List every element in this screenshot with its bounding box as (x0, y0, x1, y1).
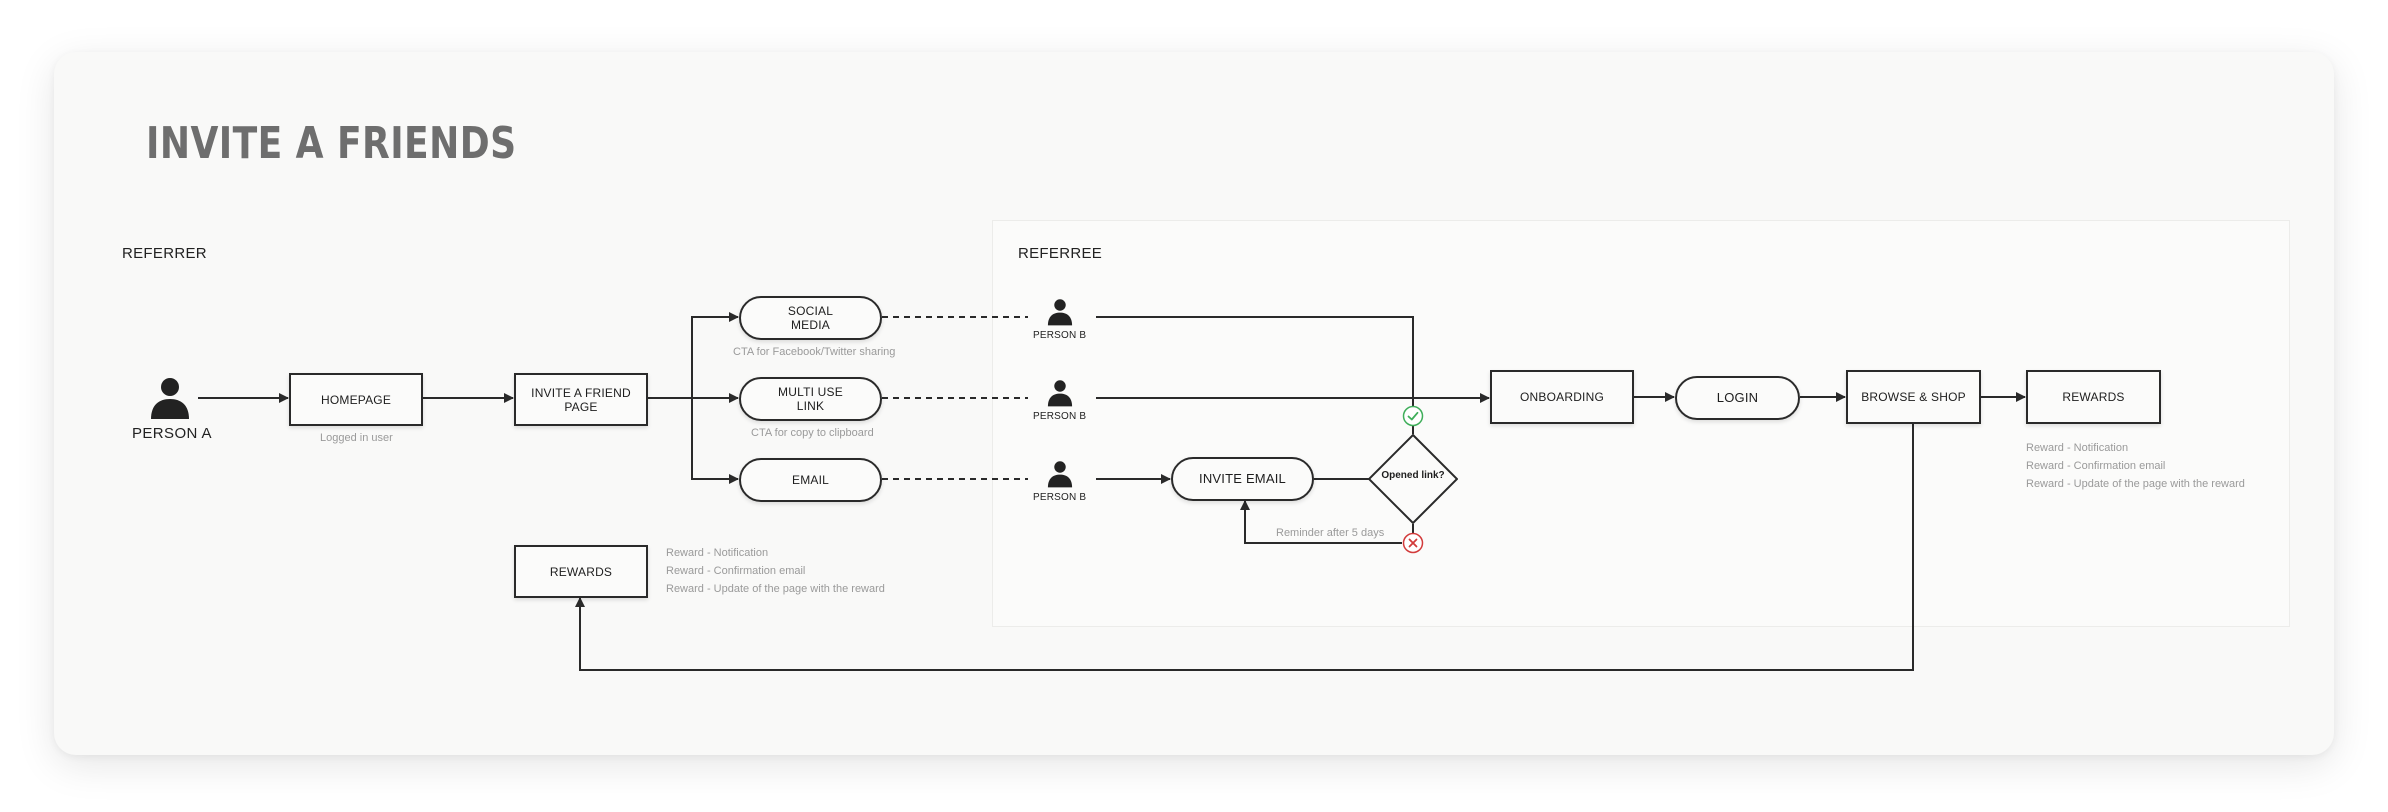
referrer-reward-note: Reward - Confirmation email (666, 565, 806, 577)
person-a-label: PERSON A (132, 425, 212, 442)
person-b-icon (1047, 299, 1073, 326)
reminder-note: Reminder after 5 days (1276, 527, 1385, 539)
browse-shop-node[interactable]: BROWSE & SHOP (1846, 370, 1981, 424)
arrow-browse-to-referrer-rewards (575, 424, 1914, 671)
decision-label: Opened link? (1381, 470, 1445, 481)
referee-reward-note: Reward - Notification (2026, 442, 2129, 454)
referrer-reward-note: Reward - Notification (666, 547, 769, 559)
referrer-rewards-node[interactable]: REWARDS (514, 545, 648, 598)
person-b-icon (1047, 461, 1073, 488)
referrer-reward-note: Reward - Update of the page with the rew… (666, 583, 885, 595)
homepage-note: Logged in user (320, 432, 393, 444)
decision-diamond (1368, 434, 1458, 524)
arrow-invite-page-to-social (691, 312, 739, 398)
arrow-reminder-loop (1240, 500, 1402, 544)
multi-use-link-note: CTA for copy to clipboard (751, 427, 874, 439)
page-title: INVITE A FRIENDS (146, 118, 517, 169)
person-b-label: PERSON B (1033, 492, 1087, 503)
multi-use-link-node[interactable]: MULTI USE LINK (739, 377, 882, 421)
social-media-note: CTA for Facebook/Twitter sharing (733, 346, 896, 358)
x-circle-icon (1402, 532, 1424, 554)
referee-reward-notes: Reward - Notification Reward - Confirmat… (2026, 439, 2245, 493)
homepage-node[interactable]: HOMEPAGE (289, 373, 423, 426)
referrer-reward-notes: Reward - Notification Reward - Confirmat… (666, 544, 885, 598)
check-circle-icon (1402, 405, 1424, 427)
person-b-icon (1047, 380, 1073, 407)
person-b-label: PERSON B (1033, 330, 1087, 341)
person-b-label: PERSON B (1033, 411, 1087, 422)
onboarding-node[interactable]: ONBOARDING (1490, 370, 1634, 424)
section-label-referee: REFERREE (1018, 245, 1103, 262)
invite-friend-page-node[interactable]: INVITE A FRIEND PAGE (514, 373, 648, 426)
line-social-person-to-junction (1096, 316, 1414, 407)
referee-reward-note: Reward - Update of the page with the rew… (2026, 478, 2245, 490)
social-media-node[interactable]: SOCIAL MEDIA (739, 296, 882, 340)
arrow-invite-page-to-email (691, 398, 739, 484)
referee-reward-note: Reward - Confirmation email (2026, 460, 2166, 472)
email-node[interactable]: EMAIL (739, 458, 882, 502)
invite-email-node[interactable]: INVITE EMAIL (1171, 457, 1314, 501)
login-node[interactable]: LOGIN (1675, 376, 1800, 420)
referee-rewards-node[interactable]: REWARDS (2026, 370, 2161, 424)
person-a-icon (151, 378, 189, 419)
section-label-referrer: REFERRER (122, 245, 207, 262)
